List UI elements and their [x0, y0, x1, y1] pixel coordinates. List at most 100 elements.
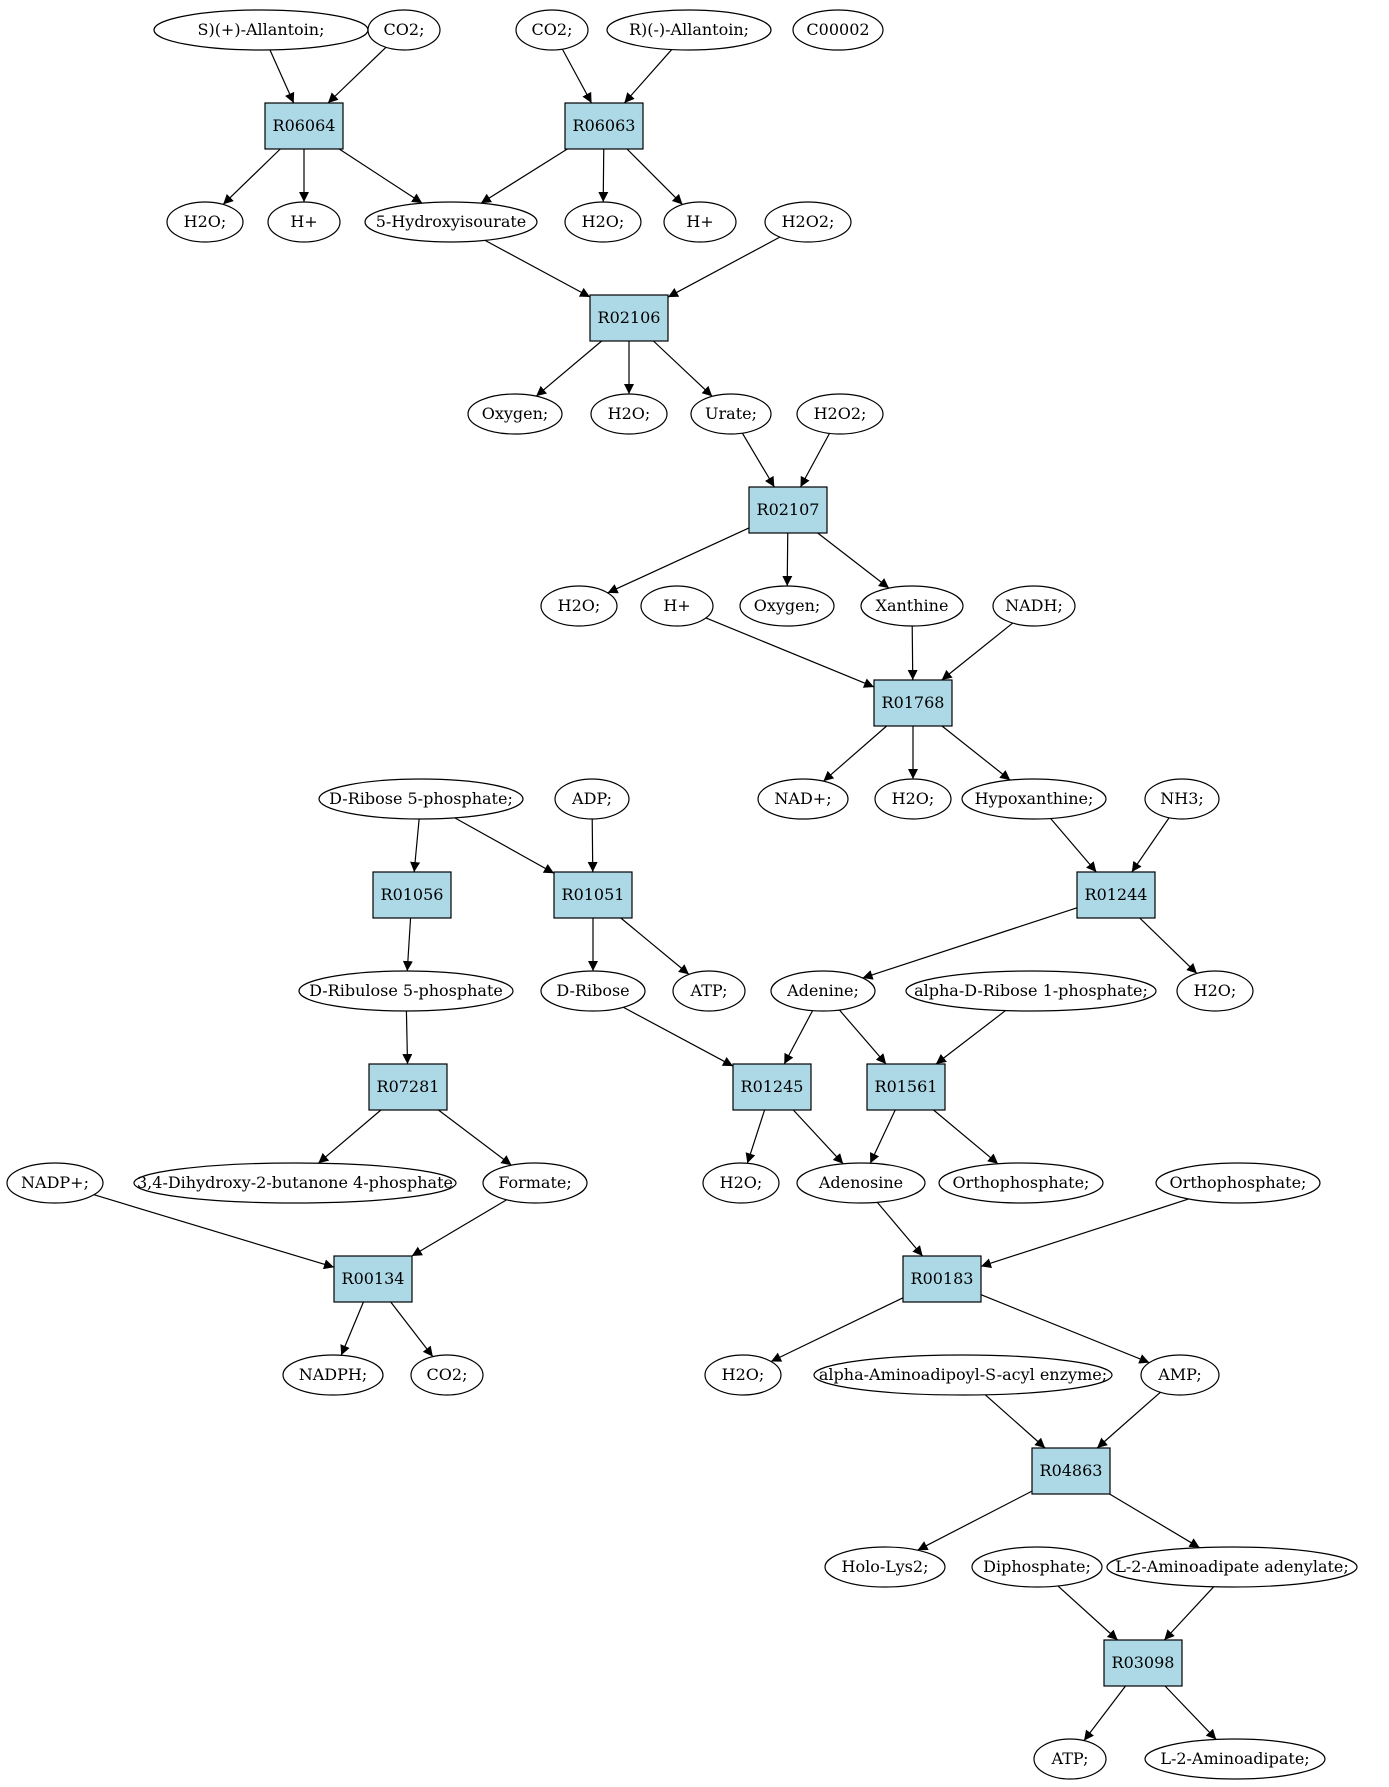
node-label: R)(-)-Allantoin; [629, 20, 749, 39]
compound-node-c_h2o_1[interactable]: H2O; [166, 201, 244, 243]
node-label: NADPH; [299, 1365, 368, 1384]
node-label: R01245 [741, 1077, 804, 1096]
compound-node-c_co2_b[interactable]: CO2; [515, 9, 589, 51]
node-label: R01768 [882, 693, 945, 712]
compound-node-c_c00002[interactable]: C00002 [792, 9, 884, 51]
compound-node-c_h2o_8[interactable]: H2O; [704, 1354, 782, 1396]
compound-node-c_aminoadipoyl[interactable]: alpha-Aminoadipoyl-S-acyl enzyme; [813, 1354, 1113, 1396]
compound-ellipse [796, 1162, 926, 1204]
edge-c_adenosine-to-r_R00183 [876, 1201, 924, 1257]
reaction-node-r_R00183[interactable]: R00183 [902, 1255, 982, 1303]
compound-node-c_oxygen_1[interactable]: Oxygen; [467, 393, 563, 435]
compound-node-c_rallantoin[interactable]: R)(-)-Allantoin; [606, 9, 772, 51]
reaction-node-r_R01051[interactable]: R01051 [553, 871, 633, 919]
compound-node-c_h2o_7[interactable]: H2O; [702, 1162, 780, 1204]
compound-node-c_adenosine[interactable]: Adenosine [796, 1162, 926, 1204]
reaction-node-r_R00134[interactable]: R00134 [333, 1255, 413, 1303]
reaction-node-r_R01056[interactable]: R01056 [372, 871, 452, 919]
edge-c_sallantoin-to-r_R06064 [269, 49, 295, 104]
compound-node-c_co2_c[interactable]: CO2; [410, 1354, 484, 1396]
reaction-node-r_R06063[interactable]: R06063 [564, 102, 644, 150]
compound-node-c_xanthine[interactable]: Xanthine [860, 585, 964, 627]
node-label: D-Ribulose 5-phosphate [309, 981, 503, 1000]
node-label: R00134 [342, 1269, 405, 1288]
compound-node-c_nadph[interactable]: NADPH; [282, 1354, 384, 1396]
compound-node-c_ribose5p[interactable]: D-Ribose 5-phosphate; [318, 778, 524, 820]
reaction-node-r_R03098[interactable]: R03098 [1103, 1639, 1183, 1687]
node-label: Orthophosphate; [1170, 1173, 1307, 1192]
compound-node-c_oxygen_2[interactable]: Oxygen; [739, 585, 835, 627]
compound-node-c_atp_2[interactable]: ATP; [1033, 1738, 1107, 1780]
compound-ellipse [554, 778, 630, 820]
compound-node-c_nadplus[interactable]: NAD+; [757, 778, 849, 820]
compound-node-c_h2o_3[interactable]: H2O; [590, 393, 668, 435]
reaction-box [264, 102, 344, 150]
compound-node-c_urate[interactable]: Urate; [690, 393, 772, 435]
compound-node-c_holo_lys2[interactable]: Holo-Lys2; [824, 1546, 946, 1588]
node-label: CO2; [427, 1365, 468, 1384]
node-label: Urate; [705, 404, 757, 423]
compound-ellipse [757, 778, 849, 820]
compound-node-c_adenine[interactable]: Adenine; [770, 970, 876, 1012]
compound-node-c_amp[interactable]: AMP; [1140, 1354, 1220, 1396]
compound-node-c_orthophosphate_1[interactable]: Orthophosphate; [938, 1162, 1104, 1204]
compound-node-c_ribulose5p[interactable]: D-Ribulose 5-phosphate [298, 970, 514, 1012]
reaction-box [368, 1063, 448, 1111]
compound-ellipse [367, 9, 441, 51]
node-label: alpha-D-Ribose 1-phosphate; [914, 981, 1148, 1000]
reaction-node-r_R02106[interactable]: R02106 [589, 294, 669, 342]
edge-r_R01051-to-c_atp_1 [620, 917, 690, 975]
compound-node-c_hplus_1[interactable]: H+ [267, 201, 341, 243]
node-label: H2O2; [814, 404, 867, 423]
compound-node-c_orthophosphate_2[interactable]: Orthophosphate; [1155, 1162, 1321, 1204]
compound-ellipse [813, 1354, 1113, 1396]
reaction-box [589, 294, 669, 342]
compound-node-c_h2o2_1[interactable]: H2O2; [764, 201, 852, 243]
reaction-node-r_R01245[interactable]: R01245 [732, 1063, 812, 1111]
reaction-node-r_R01768[interactable]: R01768 [873, 679, 953, 727]
reaction-node-r_R07281[interactable]: R07281 [368, 1063, 448, 1111]
compound-node-c_aminoadipate_adenylate[interactable]: L-2-Aminoadipate adenylate; [1106, 1546, 1358, 1588]
compound-node-c_dribose[interactable]: D-Ribose [540, 970, 646, 1012]
node-label: H2O; [558, 596, 601, 615]
compound-node-c_h2o_2[interactable]: H2O; [564, 201, 642, 243]
reaction-node-r_R06064[interactable]: R06064 [264, 102, 344, 150]
compound-node-c_hplus_3[interactable]: H+ [640, 585, 714, 627]
compound-node-c_dihydroxybutanone[interactable]: 3,4-Dihydroxy-2-butanone 4-phosphate [133, 1162, 457, 1204]
reaction-node-r_R01561[interactable]: R01561 [866, 1063, 946, 1111]
compound-ellipse [6, 1162, 104, 1204]
node-label: R01561 [875, 1077, 938, 1096]
node-label: H2O; [720, 1173, 763, 1192]
compound-node-c_hypoxanthine[interactable]: Hypoxanthine; [961, 778, 1107, 820]
compound-ellipse [860, 585, 964, 627]
compound-node-c_hydroxyisourate[interactable]: 5-Hydroxyisourate [364, 201, 538, 243]
compound-node-c_h2o_6[interactable]: H2O; [1176, 970, 1254, 1012]
compound-node-c_diphosphate[interactable]: Diphosphate; [971, 1546, 1103, 1588]
node-label: ATP; [690, 981, 728, 1000]
reaction-node-r_R04863[interactable]: R04863 [1031, 1447, 1111, 1495]
compound-node-c_h2o_4[interactable]: H2O; [540, 585, 618, 627]
edge-c_rallantoin-to-r_R06063 [623, 49, 673, 104]
compound-node-c_formate[interactable]: Formate; [482, 1162, 588, 1204]
node-label: Adenine; [786, 981, 859, 1000]
compound-node-c_aminoadipate[interactable]: L-2-Aminoadipate; [1144, 1738, 1326, 1780]
node-label: NADH; [1005, 596, 1063, 615]
compound-node-c_h2o2_2[interactable]: H2O2; [796, 393, 884, 435]
compound-node-c_sallantoin[interactable]: S)(+)-Allantoin; [153, 9, 369, 51]
node-label: Diphosphate; [983, 1557, 1091, 1576]
compound-ellipse [739, 585, 835, 627]
compound-node-c_nh3[interactable]: NH3; [1144, 778, 1220, 820]
compound-node-c_nadpplus[interactable]: NADP+; [6, 1162, 104, 1204]
reaction-node-r_R01244[interactable]: R01244 [1076, 871, 1156, 919]
edge-r_R06063-to-c_hydroxyisourate [480, 148, 568, 204]
edge-c_amp-to-r_R04863 [1096, 1391, 1161, 1449]
compound-node-c_nadh[interactable]: NADH; [992, 585, 1076, 627]
compound-node-c_hplus_2[interactable]: H+ [663, 201, 737, 243]
compound-node-c_atp_1[interactable]: ATP; [672, 970, 746, 1012]
compound-node-c_ribose1p[interactable]: alpha-D-Ribose 1-phosphate; [905, 970, 1157, 1012]
compound-node-c_h2o_5[interactable]: H2O; [874, 778, 952, 820]
compound-node-c_co2_a[interactable]: CO2; [367, 9, 441, 51]
compound-node-c_adp[interactable]: ADP; [554, 778, 630, 820]
compound-ellipse [482, 1162, 588, 1204]
reaction-node-r_R02107[interactable]: R02107 [748, 486, 828, 534]
